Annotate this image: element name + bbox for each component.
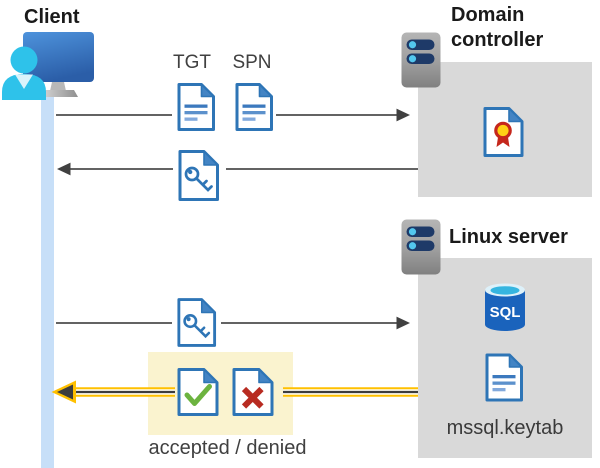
service-ticket-key-icon	[177, 298, 217, 347]
person-icon	[2, 46, 46, 100]
ticket-key-document-icon	[178, 150, 219, 201]
accepted-document-icon	[177, 368, 219, 416]
sql-database-icon: SQL	[485, 283, 525, 331]
client-workstation-icon	[2, 32, 94, 100]
spn-document-icon	[235, 83, 273, 131]
arrow-dc-to-client	[57, 162, 418, 176]
tgt-label: TGT	[173, 52, 211, 73]
tgt-document-icon	[177, 83, 215, 131]
domain-controller-server-icon	[401, 32, 441, 88]
client-label: Client	[24, 6, 80, 28]
keytab-file-icon	[485, 353, 523, 402]
keytab-label: mssql.keytab	[446, 417, 564, 439]
monitor-icon	[23, 32, 94, 97]
spn-label: SPN	[232, 52, 272, 73]
linux-server-icon	[401, 219, 441, 275]
denied-document-icon	[232, 368, 274, 416]
sql-text: SQL	[490, 304, 521, 321]
arrow-client-to-linux	[56, 316, 410, 330]
client-lifeline	[41, 95, 54, 468]
arrow-client-to-dc	[56, 108, 410, 122]
domain-controller-label: Domain controller	[451, 4, 544, 51]
result-label: accepted / denied	[148, 437, 307, 459]
certificate-icon	[483, 107, 524, 157]
linux-server-label: Linux server	[449, 226, 568, 248]
